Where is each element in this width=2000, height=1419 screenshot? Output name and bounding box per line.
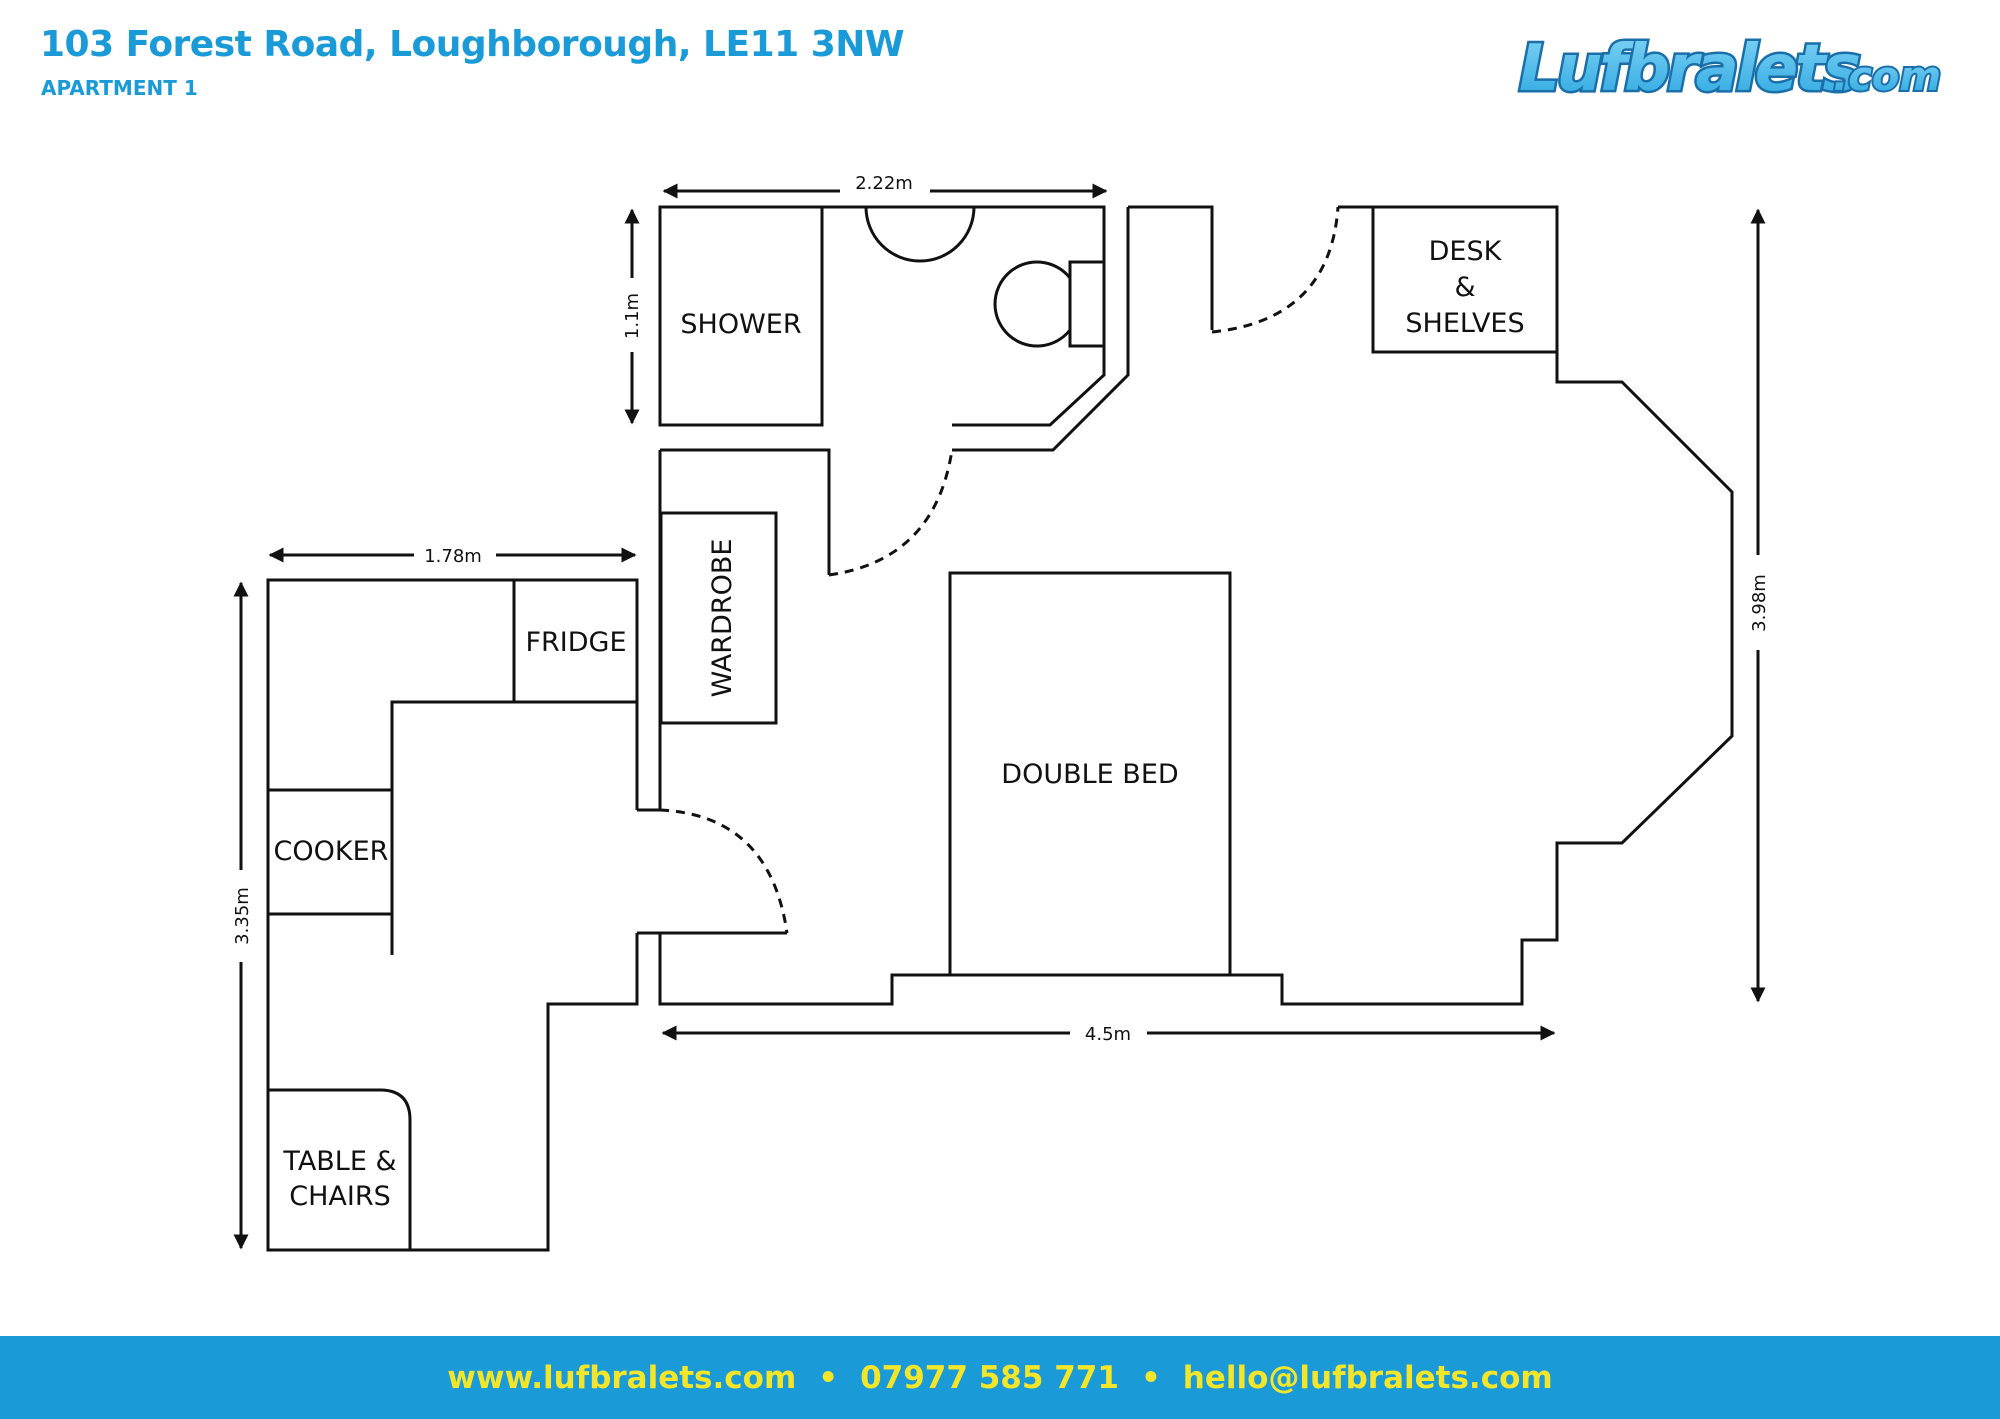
table-unit bbox=[266, 1088, 412, 1250]
dimension-bathroom-depth: 1.1m bbox=[622, 208, 643, 425]
desk-label-line1: DESK bbox=[1429, 236, 1503, 267]
dimension-bathroom-width: 2.22m bbox=[662, 173, 1108, 199]
email-link[interactable]: hello@lufbralets.com bbox=[1182, 1359, 1553, 1396]
bedroom-top-wall-left bbox=[1128, 205, 1214, 330]
kitchen bbox=[266, 578, 789, 1252]
lufbralets-logo[interactable]: Lufbralets .com bbox=[1515, 20, 1945, 110]
double-bed bbox=[948, 571, 1232, 977]
floor-plan: DESK & SHELVES WARDROBE DOUBLE BED SHOWE… bbox=[232, 173, 1770, 1252]
apartment-label: APARTMENT 1 bbox=[41, 76, 198, 100]
footer-separator: • bbox=[818, 1359, 839, 1396]
fridge-label: FRIDGE bbox=[525, 627, 626, 658]
svg-text:1.78m: 1.78m bbox=[424, 546, 482, 567]
bathroom-door-swing bbox=[828, 449, 954, 577]
cooker-unit bbox=[266, 788, 394, 916]
table-label-line1: TABLE & bbox=[282, 1146, 396, 1177]
website-link[interactable]: www.lufbralets.com bbox=[447, 1359, 797, 1396]
svg-text:3.98m: 3.98m bbox=[1749, 574, 1770, 632]
table-label-line2: CHAIRS bbox=[289, 1181, 391, 1212]
svg-text:3.35m: 3.35m bbox=[232, 887, 253, 945]
shower-tray bbox=[658, 205, 824, 427]
svg-text:.com: .com bbox=[1833, 54, 1941, 100]
bathroom-lower-wall bbox=[660, 448, 831, 575]
phone-link[interactable]: 07977 585 771 bbox=[860, 1359, 1119, 1396]
basin-icon bbox=[864, 206, 976, 263]
dimension-bedroom-depth: 3.98m bbox=[1749, 208, 1770, 1003]
toilet-icon bbox=[993, 260, 1106, 348]
bathroom bbox=[658, 205, 1130, 577]
footer-separator: • bbox=[1140, 1359, 1161, 1396]
cooker-label: COOKER bbox=[274, 836, 389, 867]
contact-footer: www.lufbralets.com • 07977 585 771 • hel… bbox=[0, 1336, 2000, 1419]
svg-text:Lufbralets: Lufbralets bbox=[1519, 32, 1859, 106]
svg-text:4.5m: 4.5m bbox=[1085, 1024, 1131, 1045]
kitchen-door-swing bbox=[659, 808, 789, 934]
desk-label-line2: & bbox=[1454, 272, 1475, 303]
desk-label-line3: SHELVES bbox=[1405, 308, 1524, 339]
dimension-kitchen-width: 1.78m bbox=[268, 546, 637, 567]
svg-text:2.22m: 2.22m bbox=[855, 173, 913, 194]
svg-text:1.1m: 1.1m bbox=[622, 293, 643, 339]
bedroom-bottom-wall bbox=[658, 933, 1236, 1006]
property-address: 103 Forest Road, Loughborough, LE11 3NW bbox=[40, 24, 905, 65]
desk-shelves-unit bbox=[1371, 205, 1559, 354]
shower-label: SHOWER bbox=[680, 309, 801, 340]
kitchen-worktop bbox=[390, 700, 637, 955]
wardrobe-label: WARDROBE bbox=[707, 539, 738, 698]
entrance-door-swing bbox=[1211, 206, 1340, 334]
dimension-bedroom-width: 4.5m bbox=[661, 1024, 1556, 1045]
wardrobe-unit bbox=[659, 511, 778, 725]
dimension-kitchen-depth: 3.35m bbox=[232, 581, 253, 1250]
double-bed-label: DOUBLE BED bbox=[1001, 759, 1178, 790]
bathroom-inner-wall bbox=[952, 207, 1130, 452]
fridge-unit bbox=[512, 578, 639, 704]
bedroom-right-wall bbox=[1236, 205, 1734, 1006]
